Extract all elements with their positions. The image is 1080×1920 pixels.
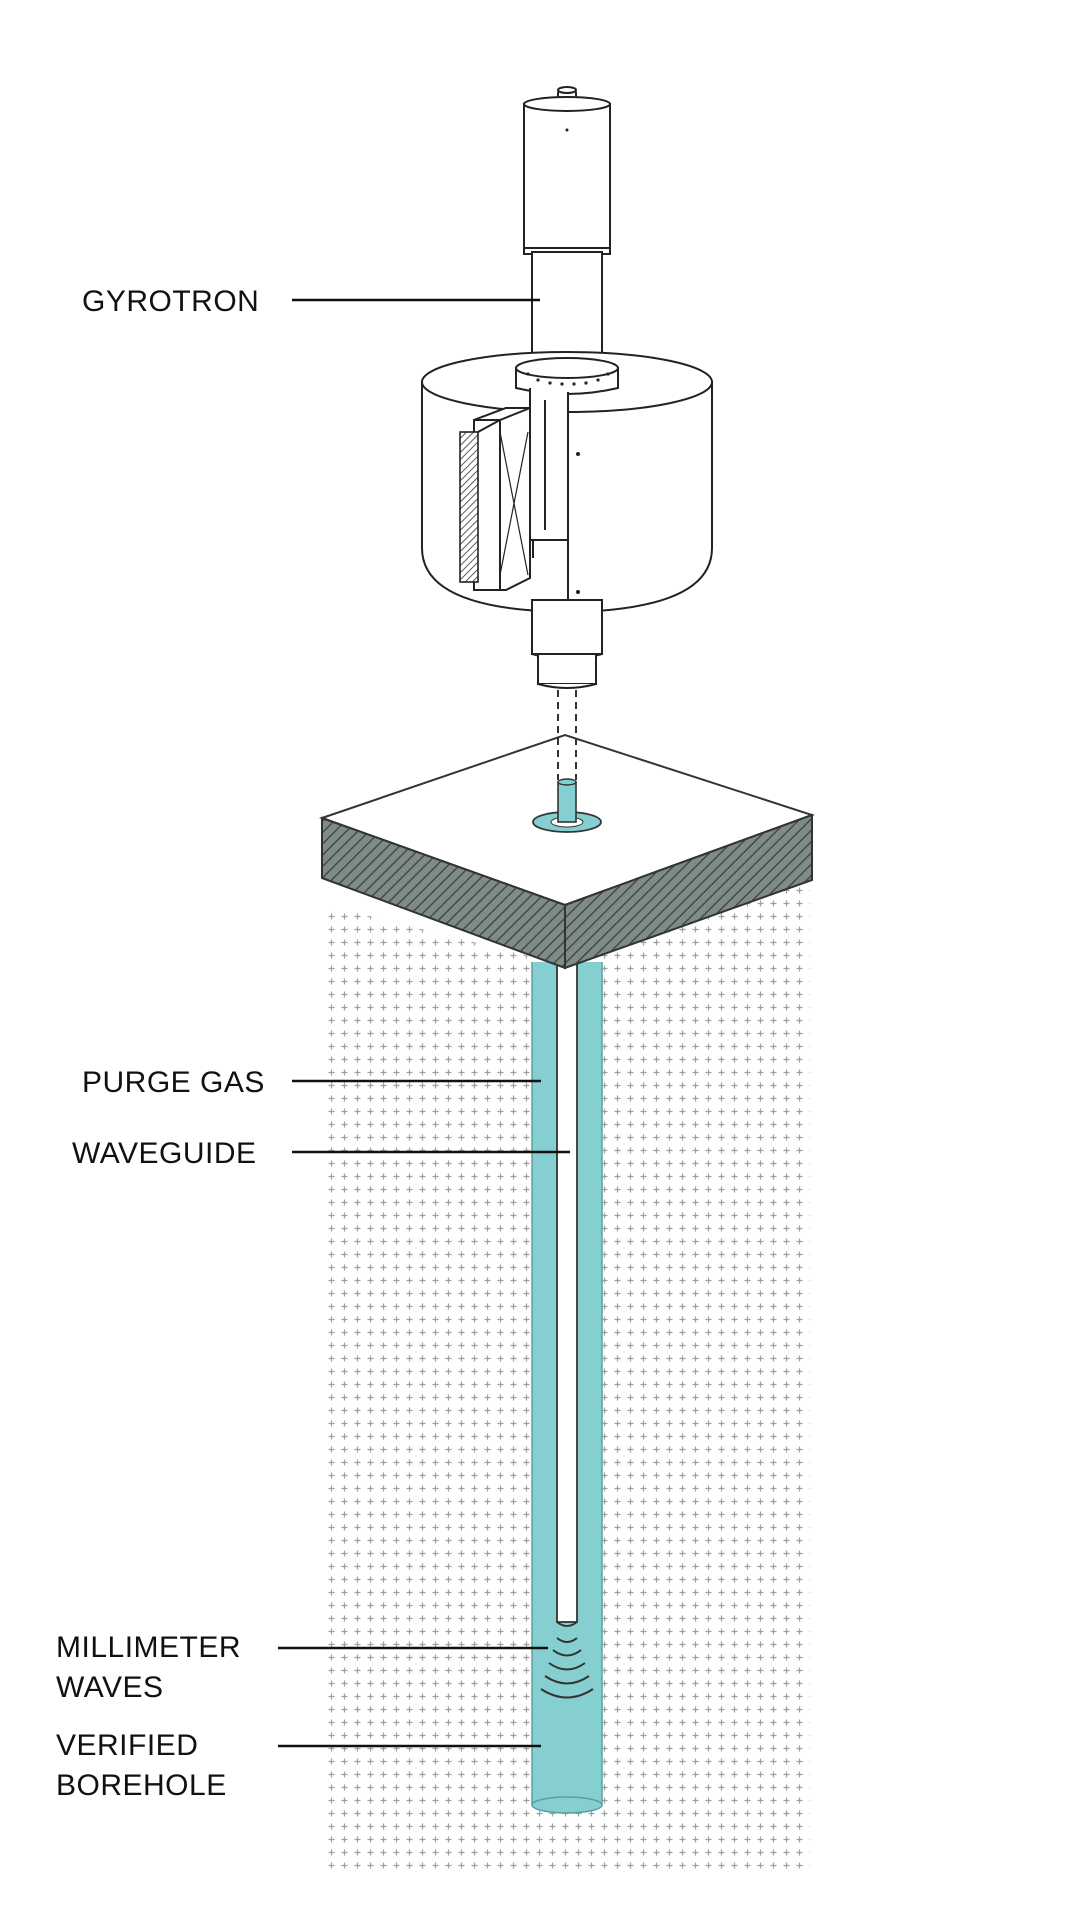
waveguide-tube — [556, 961, 578, 1627]
purge-gas-label-text: PURGE GAS — [82, 1066, 265, 1099]
millimeter-waves-line-1: MILLIMETER — [56, 1631, 242, 1664]
millimeter-waves — [540, 1637, 594, 1699]
waveguide-label: WAVEGUIDE — [72, 1134, 257, 1174]
leader-lines — [278, 298, 570, 1748]
surface-slab — [318, 733, 816, 970]
gyrotron-label: GYROTRON — [82, 282, 259, 322]
ground-rock — [325, 880, 810, 1870]
gyrotron-device — [421, 86, 713, 689]
millimeter-waves-line-2: WAVES — [56, 1671, 164, 1704]
gyrotron-label-text: GYROTRON — [82, 285, 260, 318]
purge-gas-label: PURGE GAS — [82, 1063, 265, 1103]
millimeter-waves-label: MILLIMETER WAVES — [56, 1628, 241, 1708]
verified-borehole-label: VERIFIED BOREHOLE — [56, 1726, 227, 1806]
verified-borehole-line-1: VERIFIED — [56, 1729, 199, 1762]
dashed-connector — [557, 690, 577, 780]
waveguide-label-text: WAVEGUIDE — [72, 1137, 257, 1170]
verified-borehole-line-2: BOREHOLE — [56, 1769, 227, 1802]
